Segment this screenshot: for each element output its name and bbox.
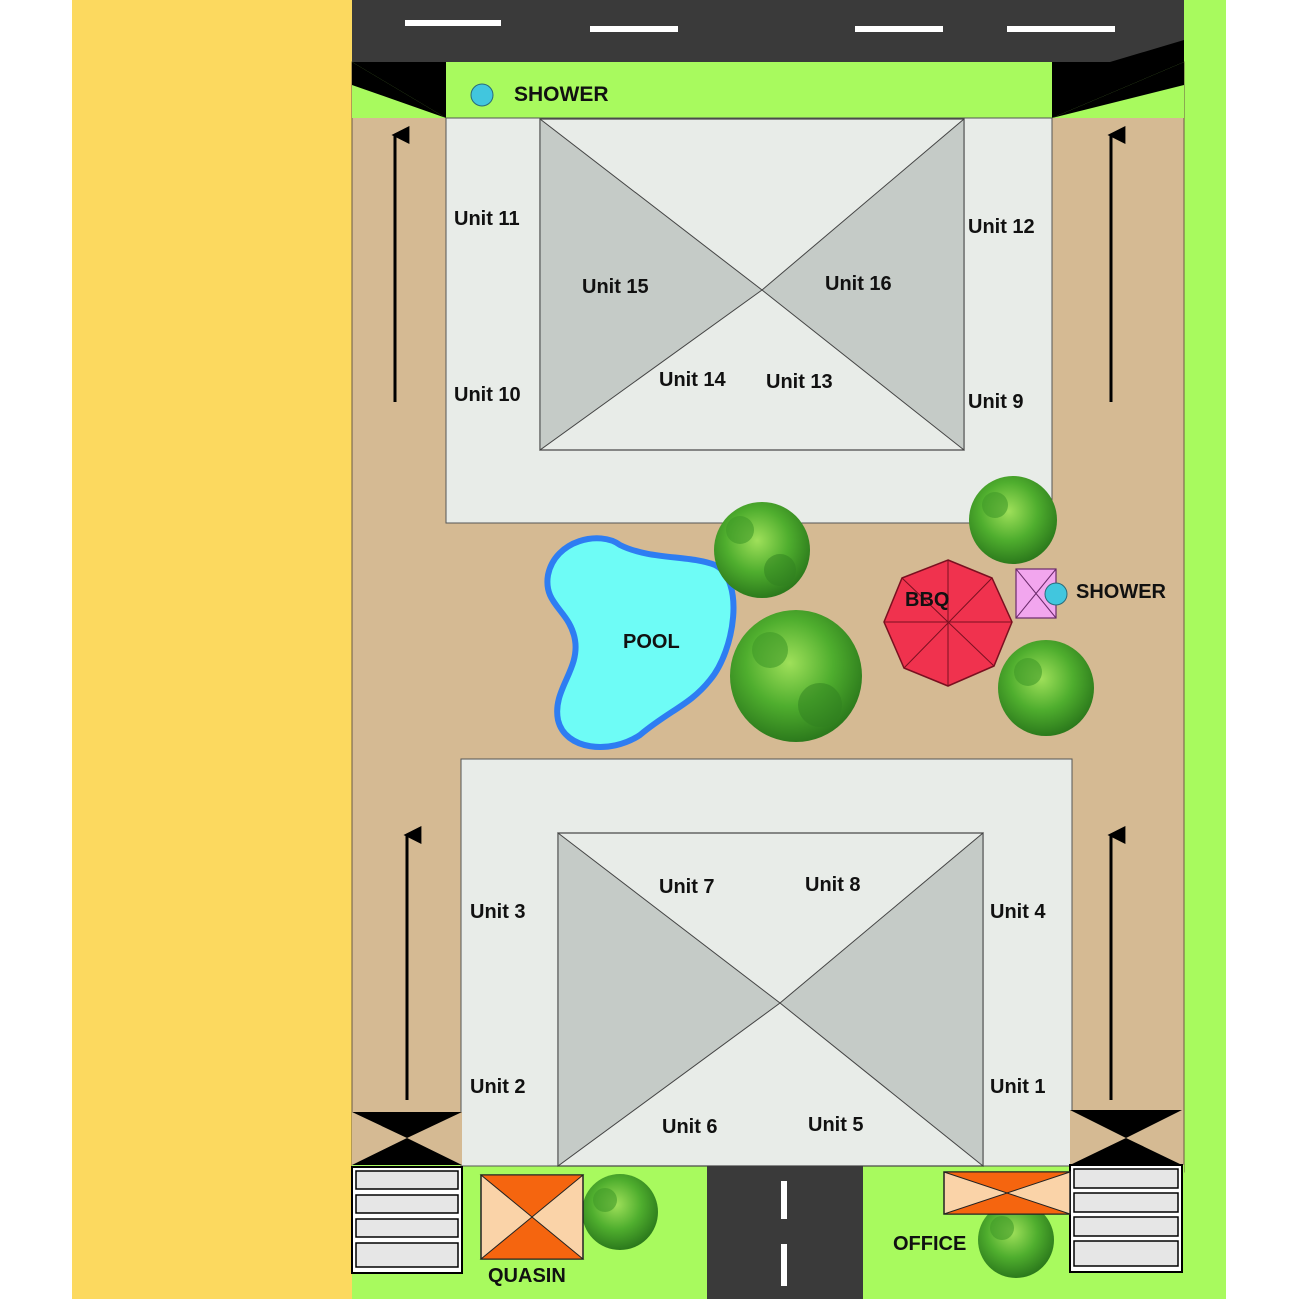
road-marking <box>855 26 943 32</box>
gate-icon <box>1070 1110 1182 1138</box>
unit-12-label[interactable]: Unit 12 <box>968 216 1035 238</box>
roof-panel-left <box>557 831 781 1167</box>
top-left-gate-icon <box>352 62 446 118</box>
quasin-label: QUASIN <box>488 1265 566 1287</box>
road-marking <box>405 20 501 26</box>
stairs-left[interactable] <box>351 1166 463 1274</box>
roof-panel-left <box>539 117 763 451</box>
unit-10-label[interactable]: Unit 10 <box>454 384 521 406</box>
road-marking <box>1007 26 1115 32</box>
roof-panel-right <box>761 117 965 452</box>
top-right-gate-icon <box>1110 40 1184 62</box>
road-marking <box>781 1181 787 1219</box>
pool[interactable] <box>544 535 737 750</box>
unit-3-label[interactable]: Unit 3 <box>470 901 526 923</box>
beach-area <box>72 0 354 1299</box>
office-label: OFFICE <box>893 1233 966 1255</box>
unit-9-label[interactable]: Unit 9 <box>968 391 1024 413</box>
unit-4-label[interactable]: Unit 4 <box>990 901 1046 923</box>
unit-15-label[interactable]: Unit 15 <box>582 276 649 298</box>
office-building[interactable] <box>943 1171 1071 1215</box>
tree-icon <box>714 502 810 598</box>
tree-icon <box>998 640 1094 736</box>
bbq-label: BBQ <box>905 589 949 611</box>
grass-right <box>1182 0 1226 1299</box>
shower-top-label: SHOWER <box>514 83 609 106</box>
roof-panel-right <box>779 831 984 1168</box>
tree-icon <box>969 476 1057 564</box>
road-marking <box>590 26 678 32</box>
unit-2-label[interactable]: Unit 2 <box>470 1076 526 1098</box>
unit-1-label[interactable]: Unit 1 <box>990 1076 1046 1098</box>
stairs-right[interactable] <box>1069 1164 1183 1273</box>
quasin-building[interactable] <box>479 1174 585 1260</box>
unit-5-label[interactable]: Unit 5 <box>808 1114 864 1136</box>
tree-icon <box>730 610 862 742</box>
unit-8-label[interactable]: Unit 8 <box>805 874 861 896</box>
gate-icon <box>1070 1138 1182 1165</box>
shower-right-label: SHOWER <box>1076 581 1167 603</box>
unit-16-label[interactable]: Unit 16 <box>825 273 892 295</box>
bbq-umbrella-icon[interactable] <box>883 559 1013 687</box>
shower-icon[interactable] <box>470 83 494 107</box>
unit-13-label[interactable]: Unit 13 <box>766 371 833 393</box>
tree-icon <box>582 1174 658 1250</box>
unit-6-label[interactable]: Unit 6 <box>662 1116 718 1138</box>
shower-icon[interactable] <box>1044 582 1068 606</box>
unit-11-label[interactable]: Unit 11 <box>454 208 520 230</box>
gate-icon <box>352 1112 462 1138</box>
road-marking <box>781 1244 787 1286</box>
unit-14-label[interactable]: Unit 14 <box>659 369 727 391</box>
pool-label: POOL <box>623 631 680 653</box>
top-right-gate-icon <box>1052 62 1184 118</box>
tree-icon <box>978 1202 1054 1278</box>
unit-7-label[interactable]: Unit 7 <box>659 876 715 898</box>
gate-icon <box>352 1138 462 1165</box>
